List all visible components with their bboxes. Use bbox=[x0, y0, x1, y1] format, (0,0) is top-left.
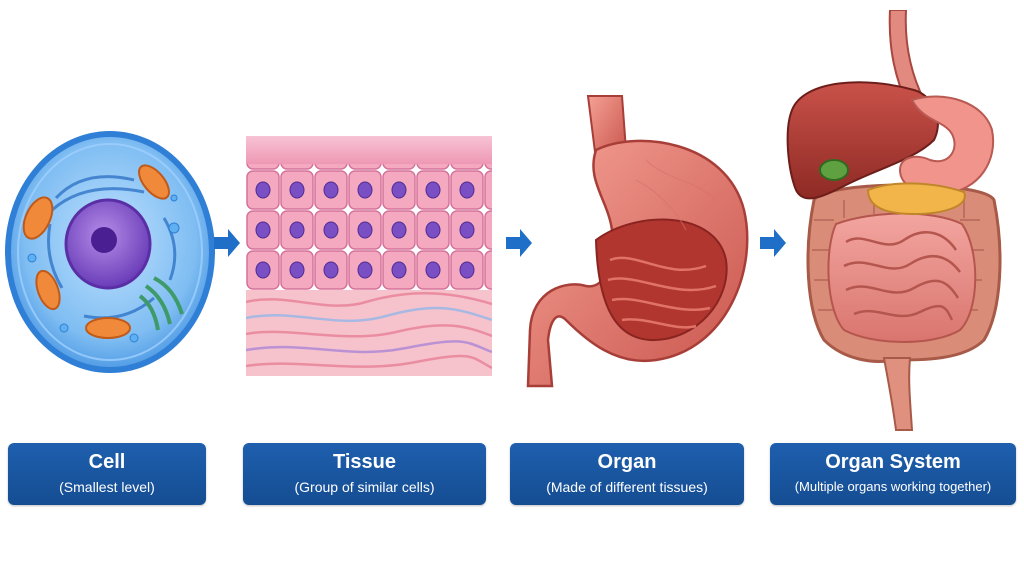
stage-subtitle: (Made of different tissues) bbox=[546, 479, 708, 495]
tissue-illustration bbox=[246, 136, 492, 376]
golgi-apparatus bbox=[138, 276, 184, 331]
stage-subtitle: (Multiple organs working together) bbox=[794, 479, 992, 494]
stage-title: Organ System bbox=[825, 451, 961, 473]
stage-subtitle: (Smallest level) bbox=[59, 479, 155, 495]
stomach bbox=[898, 95, 995, 196]
tissue-surface bbox=[246, 136, 492, 164]
vesicles bbox=[27, 194, 180, 343]
arrow-right-icon bbox=[506, 229, 532, 257]
mitochondria bbox=[22, 164, 170, 339]
stage-title: Organ bbox=[597, 451, 657, 473]
rectum bbox=[882, 357, 914, 431]
label-organ: Organ (Made of different tissues) bbox=[510, 443, 744, 505]
small-intestine bbox=[827, 212, 977, 343]
gastric-folds bbox=[607, 256, 717, 329]
label-tissue: Tissue (Group of similar cells) bbox=[243, 443, 486, 505]
gallbladder bbox=[819, 159, 849, 181]
label-organ-system: Organ System (Multiple organs working to… bbox=[770, 443, 1016, 505]
stage-title: Tissue bbox=[333, 451, 396, 473]
pancreas bbox=[866, 182, 966, 216]
arrow-right-icon bbox=[214, 229, 240, 257]
digestive-system-illustration bbox=[786, 10, 1002, 431]
stage-subtitle: (Group of similar cells) bbox=[294, 479, 435, 495]
epithelial-cells bbox=[246, 164, 492, 290]
nucleolus bbox=[91, 227, 117, 253]
stomach-illustration bbox=[526, 95, 749, 388]
label-cell: Cell (Smallest level) bbox=[8, 443, 206, 505]
stage-title: Cell bbox=[88, 451, 126, 473]
arrow-right-icon bbox=[760, 229, 786, 257]
cell-illustration bbox=[5, 131, 215, 373]
